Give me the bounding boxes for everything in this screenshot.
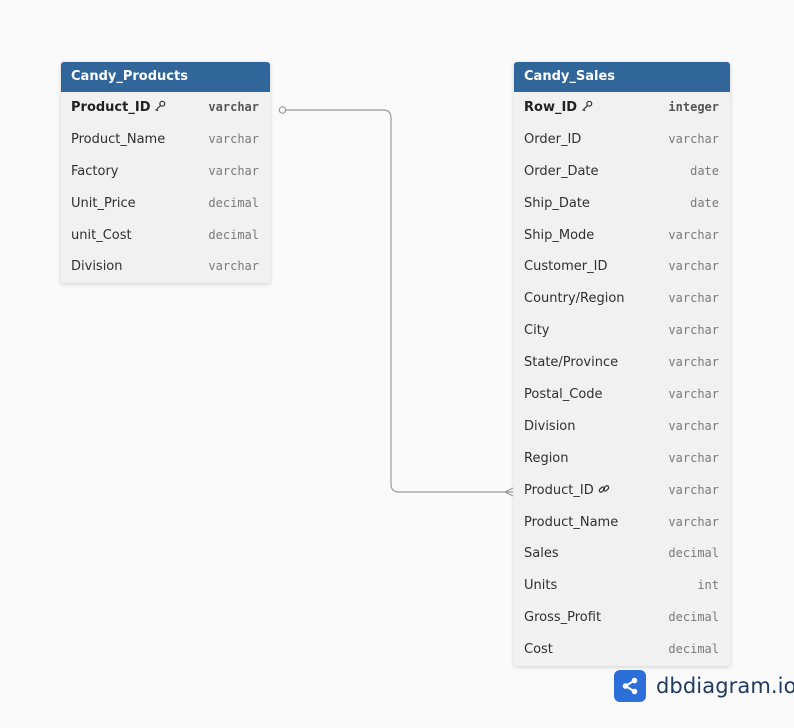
field-row-division[interactable]: Division varchar (514, 411, 730, 443)
field-name: Country/Region (524, 291, 625, 307)
field-type: decimal (668, 642, 719, 657)
field-name: Cost (524, 642, 553, 658)
field-name: Region (524, 450, 569, 466)
field-row-cost[interactable]: Cost decimal (514, 634, 730, 666)
field-row-gross-profit[interactable]: Gross_Profit decimal (514, 602, 730, 634)
brand-logo[interactable]: dbdiagram.io (614, 670, 794, 702)
field-name: Ship_Mode (524, 227, 595, 243)
field-row-region[interactable]: Region varchar (514, 443, 730, 475)
field-row-product-name[interactable]: Product_Name varchar (514, 507, 730, 539)
key-icon (582, 100, 593, 112)
field-type: varchar (668, 418, 719, 433)
field-row-country-region[interactable]: Country/Region varchar (514, 283, 730, 315)
field-name: Division (524, 418, 576, 434)
field-type: varchar (668, 482, 719, 497)
field-row-order-id[interactable]: Order_ID varchar (514, 124, 730, 156)
field-row-city[interactable]: City varchar (514, 315, 730, 347)
link-icon (598, 484, 610, 493)
field-type: varchar (668, 291, 719, 306)
field-row-sales[interactable]: Sales decimal (514, 538, 730, 570)
field-type: date (690, 163, 719, 178)
field-name: Units (524, 578, 558, 594)
field-type: decimal (208, 227, 259, 242)
field-type: varchar (208, 163, 259, 178)
field-type: int (697, 578, 719, 593)
table-fields: Row_ID integer Order_ID varchar Order_Da… (514, 92, 730, 666)
relationship-line (286, 109, 513, 493)
field-row-unit-price[interactable]: Unit_Price decimal (61, 188, 270, 220)
field-name: City (524, 323, 550, 339)
field-type: varchar (668, 387, 719, 402)
field-name: Product_Name (71, 131, 166, 147)
field-name: Product_ID (71, 92, 166, 124)
field-type: decimal (668, 610, 719, 625)
field-name: Factory (71, 163, 119, 179)
field-row-product-id[interactable]: Product_ID varchar (514, 475, 730, 507)
field-row-order-date[interactable]: Order_Date date (514, 156, 730, 188)
table-candy-sales[interactable]: Candy_Sales Row_ID integer Order_ID varc… (514, 62, 730, 667)
field-name: Sales (524, 546, 559, 562)
field-type: varchar (668, 131, 719, 146)
field-type: decimal (208, 195, 259, 210)
field-row-units[interactable]: Units int (514, 570, 730, 602)
field-type: varchar (668, 355, 719, 370)
field-name: Product_ID (524, 475, 610, 507)
field-name: Ship_Date (524, 195, 590, 211)
field-row-product-name[interactable]: Product_Name varchar (61, 124, 270, 156)
table-header[interactable]: Candy_Products (61, 62, 270, 92)
field-name: Order_ID (524, 131, 582, 147)
field-name: Row_ID (524, 92, 593, 124)
field-name: Product_Name (524, 514, 619, 530)
field-type: decimal (668, 546, 719, 561)
field-type: varchar (668, 450, 719, 465)
field-name: unit_Cost (71, 227, 132, 243)
table-fields: Product_ID varchar Product_Name varchar … (61, 92, 270, 283)
field-name: Unit_Price (71, 195, 136, 211)
field-name: Gross_Profit (524, 610, 602, 626)
field-type: date (690, 195, 719, 210)
field-row-state-province[interactable]: State/Province varchar (514, 347, 730, 379)
field-type: varchar (668, 514, 719, 529)
field-type: varchar (208, 131, 259, 146)
one-end-marker (278, 106, 287, 114)
field-name: Division (71, 259, 123, 275)
field-row-ship-mode[interactable]: Ship_Mode varchar (514, 220, 730, 252)
table-header[interactable]: Candy_Sales (514, 62, 730, 92)
field-type: varchar (668, 323, 719, 338)
field-row-ship-date[interactable]: Ship_Date date (514, 188, 730, 220)
field-type: integer (668, 100, 719, 114)
field-type: varchar (668, 227, 719, 242)
brand-name: dbdiagram.io (656, 674, 794, 698)
field-row-postal-code[interactable]: Postal_Code varchar (514, 379, 730, 411)
field-row-factory[interactable]: Factory varchar (61, 156, 270, 188)
field-row-unit-cost[interactable]: unit_Cost decimal (61, 220, 270, 252)
many-end-marker (503, 487, 514, 497)
field-row-division[interactable]: Division varchar (61, 251, 270, 283)
field-row-customer-id[interactable]: Customer_ID varchar (514, 251, 730, 283)
field-row-product-id[interactable]: Product_ID varchar (61, 92, 270, 124)
field-type: varchar (208, 259, 259, 274)
field-name: State/Province (524, 355, 619, 371)
key-icon (155, 100, 166, 112)
field-name: Postal_Code (524, 387, 603, 403)
field-type: varchar (208, 100, 259, 114)
field-name: Customer_ID (524, 259, 608, 275)
share-nodes-icon (614, 670, 646, 702)
table-candy-products[interactable]: Candy_Products Product_ID varchar Produc… (61, 62, 270, 284)
field-row-row-id[interactable]: Row_ID integer (514, 92, 730, 124)
field-type: varchar (668, 259, 719, 274)
field-name: Order_Date (524, 163, 599, 179)
